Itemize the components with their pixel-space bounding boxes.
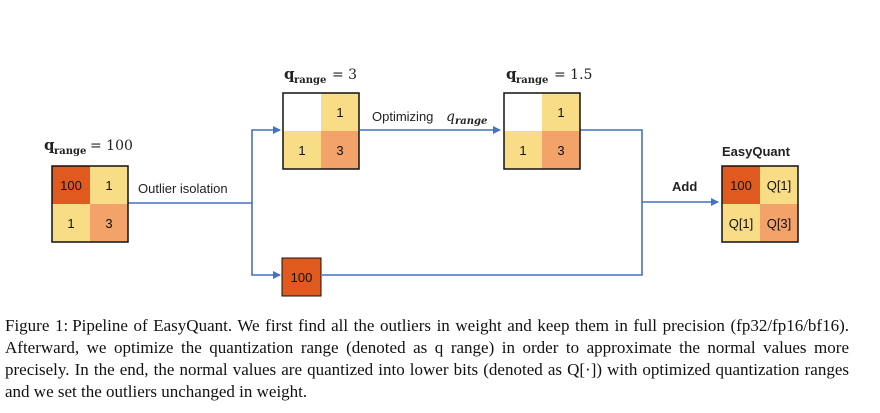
cell-optimized-1-text: 1 [557, 105, 564, 120]
q-symbol: q [44, 136, 55, 154]
q-subscript: range [516, 75, 548, 86]
caption-text: Pipeline of EasyQuant. We first find all… [5, 316, 850, 401]
connectors [128, 126, 719, 279]
cell-isolated-1-text: 1 [336, 105, 343, 120]
cell-result-2 [722, 204, 760, 242]
figure-caption: Figure 1:Pipeline of EasyQuant. We first… [5, 315, 849, 403]
q-symbol: q [284, 65, 295, 83]
pipeline-diagram: q range = 100 q range = 3 q range = 1.5 … [44, 65, 799, 297]
cell-optimized-2-text: 1 [519, 143, 526, 158]
step-optimizing-label: Optimizing [372, 109, 433, 124]
cell-result-3-text: Q[3] [767, 216, 792, 231]
cell-input-3-text: 3 [105, 216, 112, 231]
cell-optimized-0 [504, 93, 542, 131]
cell-isolated-3 [321, 131, 359, 169]
q-label-isolated: q range = 3 [284, 65, 357, 86]
cell-optimized-2 [504, 131, 542, 169]
q-symbol: q [506, 65, 517, 83]
q-label-optimized: q range = 1.5 [506, 65, 592, 86]
cell-input-0-text: 100 [60, 178, 82, 193]
matrix-optimized: 1 1 3 [503, 92, 581, 170]
q-value-initial: = 100 [90, 138, 133, 154]
step-optimizing: Optimizing q range [372, 109, 487, 127]
matrix-input: 100 1 1 3 [51, 165, 129, 243]
matrix-result: 100 Q[1] Q[1] Q[3] [721, 165, 799, 243]
line-from-optimized [580, 129, 643, 202]
cell-result-0-text: 100 [730, 178, 752, 193]
cell-result-0 [722, 166, 760, 204]
cell-input-2-text: 1 [67, 216, 74, 231]
caption-label: Figure 1: [5, 316, 69, 335]
cell-optimized-3 [542, 131, 580, 169]
step-add: Add [672, 179, 697, 194]
pipeline-svg: q range = 100 q range = 3 q range = 1.5 … [44, 65, 799, 297]
cell-result-2-text: Q[1] [729, 216, 754, 231]
step-outlier-isolation: Outlier isolation [138, 181, 228, 196]
step-optimizing-q: q [446, 109, 455, 125]
q-label-initial: q range = 100 [44, 136, 133, 157]
arrow-to-isolated [128, 126, 281, 204]
cell-isolated-2-text: 1 [298, 143, 305, 158]
cell-input-1-text: 1 [105, 178, 112, 193]
q-subscript: range [54, 146, 86, 157]
arrow-to-outlier [251, 203, 281, 279]
cell-result-1 [760, 166, 798, 204]
cell-isolated-3-text: 3 [336, 143, 343, 158]
result-title: EasyQuant [722, 144, 791, 159]
cell-input-2 [52, 204, 90, 242]
cell-optimized-1 [542, 93, 580, 131]
step-optimizing-q-sub: range [455, 116, 487, 127]
outlier-cell-text: 100 [291, 270, 313, 285]
outlier-cell: 100 [281, 257, 322, 297]
line-from-outlier [322, 202, 643, 276]
q-value-optimized: = 1.5 [554, 67, 592, 83]
cell-isolated-2 [283, 131, 321, 169]
cell-input-3 [90, 204, 128, 242]
cell-isolated-1 [321, 93, 359, 131]
matrix-isolated: 1 1 3 [282, 92, 360, 170]
cell-result-3 [760, 204, 798, 242]
cell-input-0 [52, 166, 90, 204]
cell-result-1-text: Q[1] [767, 178, 792, 193]
q-value-isolated: = 3 [332, 67, 357, 83]
cell-optimized-3-text: 3 [557, 143, 564, 158]
cell-input-1 [90, 166, 128, 204]
cell-isolated-0 [283, 93, 321, 131]
q-subscript: range [294, 75, 326, 86]
